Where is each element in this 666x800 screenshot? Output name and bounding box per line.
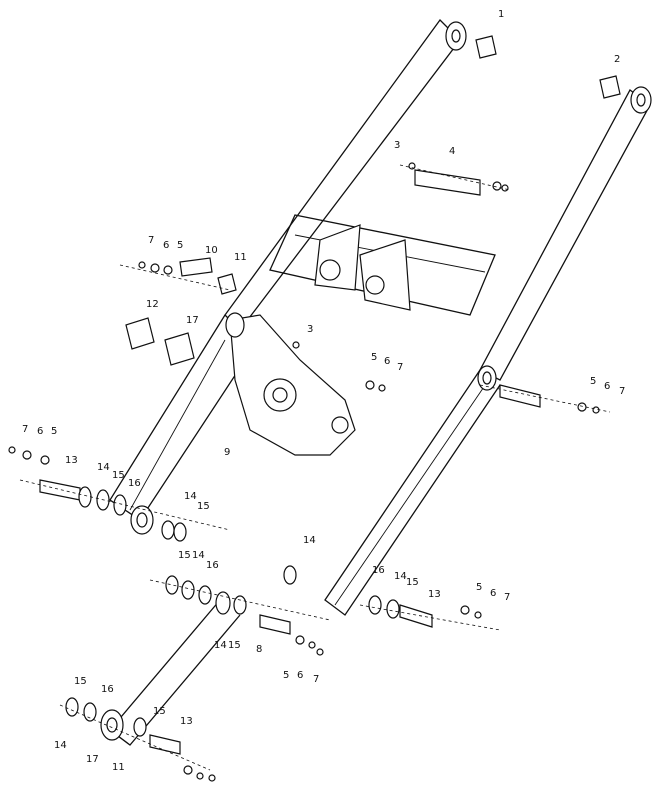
- callout-label: 5: [283, 670, 289, 681]
- callout-label: 15: [228, 640, 241, 651]
- callout-label: 6: [37, 426, 43, 437]
- fasteners: [8, 162, 600, 782]
- callout-label: 15: [74, 676, 87, 687]
- callout-label: 6: [604, 381, 610, 392]
- callout-label: 16: [101, 684, 114, 695]
- pins: [39, 169, 541, 755]
- callout-label: 5: [590, 376, 596, 387]
- callout-label: 17: [86, 754, 99, 765]
- callout-label: 5: [177, 240, 183, 251]
- callout-label: 11: [112, 762, 125, 773]
- callout-label: 7: [619, 386, 625, 397]
- callout-label: 13: [428, 589, 441, 600]
- callout-label: 15: [112, 470, 125, 481]
- callout-label: 13: [65, 455, 78, 466]
- callout-label: 16: [206, 560, 219, 571]
- callout-label: 6: [490, 588, 496, 599]
- callout-label: 12: [146, 299, 159, 310]
- callout-label: 1: [498, 9, 504, 20]
- callout-label: 14: [184, 491, 197, 502]
- callout-label: 14: [97, 462, 110, 473]
- lower-link-arm: [109, 599, 241, 746]
- callout-label: 14: [54, 740, 67, 751]
- callout-label: 7: [148, 235, 154, 246]
- callout-label: 6: [384, 356, 390, 367]
- callout-label: 15: [406, 577, 419, 588]
- callout-label: 14: [214, 640, 227, 651]
- callout-label: 11: [234, 252, 247, 263]
- callout-label: 13: [180, 716, 193, 727]
- callout-label: 7: [22, 424, 28, 435]
- callout-label: 14: [192, 550, 205, 561]
- callout-label: 14: [394, 571, 407, 582]
- mounting-brackets: [314, 224, 411, 311]
- callout-label: 4: [449, 146, 455, 157]
- callout-label: 5: [476, 582, 482, 593]
- callout-label: 8: [256, 644, 262, 655]
- assembly-centre-lines: [19, 164, 611, 771]
- callout-label: 15: [153, 706, 166, 717]
- washers-and-seals: [65, 486, 400, 737]
- callout-label: 9: [224, 447, 230, 458]
- callout-label: 14: [303, 535, 316, 546]
- bushings: [125, 35, 621, 366]
- callout-label: 6: [163, 240, 169, 251]
- callout-label: 17: [186, 315, 199, 326]
- callout-label: 16: [372, 565, 385, 576]
- callout-label: 16: [128, 478, 141, 489]
- bell-crank-lever: [229, 314, 356, 456]
- callout-label: 5: [51, 426, 57, 437]
- callout-label: 15: [178, 550, 191, 561]
- callout-label: 7: [397, 362, 403, 373]
- callout-label: 6: [297, 670, 303, 681]
- callout-label: 2: [614, 54, 620, 65]
- pivot-bosses: [100, 21, 652, 741]
- callout-label: 7: [313, 674, 319, 685]
- callout-label: 15: [197, 501, 210, 512]
- callout-label: 7: [504, 592, 510, 603]
- callout-label: 10: [205, 245, 218, 256]
- callout-label: 3: [394, 140, 400, 151]
- callout-label: 5: [371, 352, 377, 363]
- callout-label: 3: [307, 324, 313, 335]
- part-callouts: 1 2 3 4 7 6 5 10 11 12 17 3 5 6 7 5 6 7 …: [22, 9, 625, 773]
